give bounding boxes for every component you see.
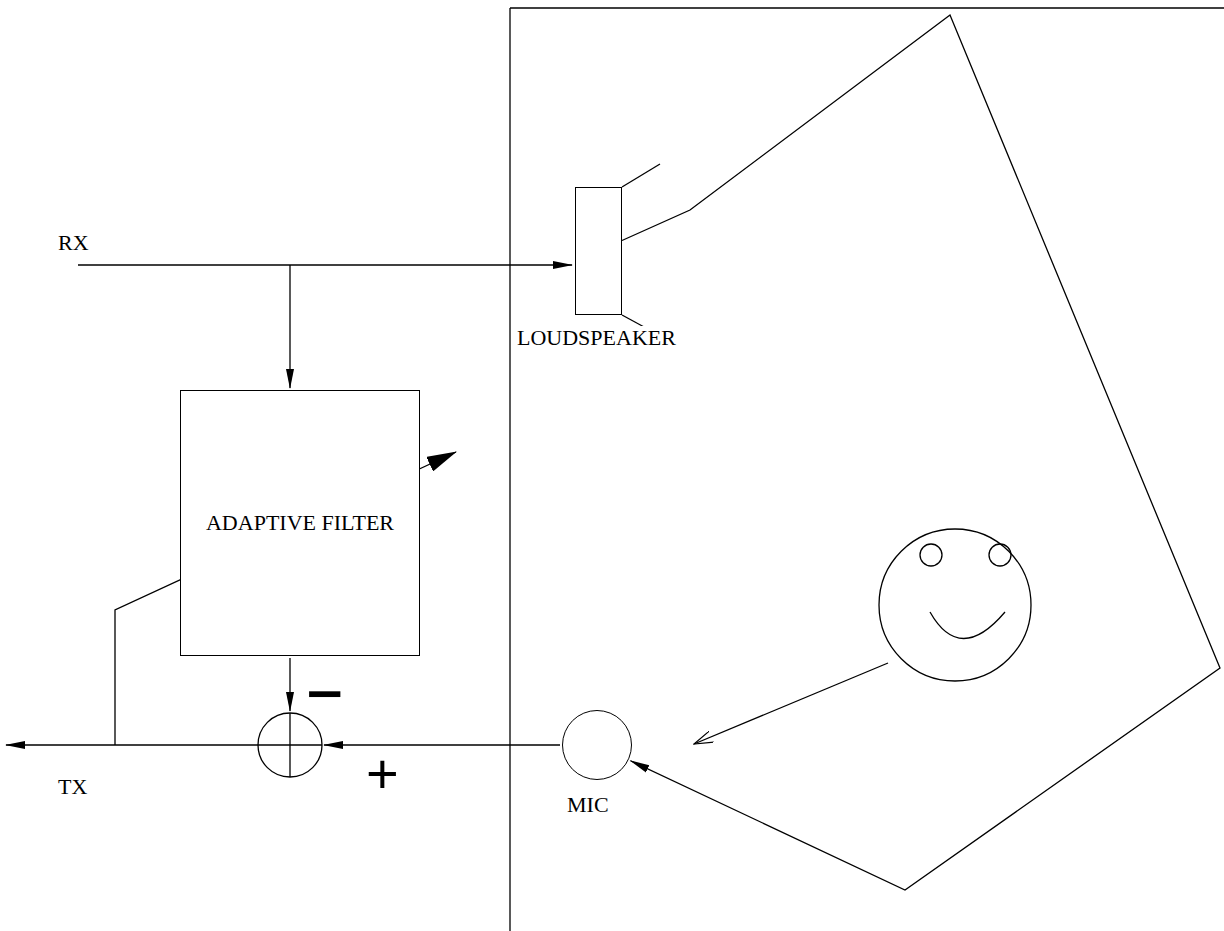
talker-face: [879, 529, 1031, 681]
microphone: MIC: [562, 710, 632, 780]
signal-name: TX: [58, 776, 87, 798]
face-eye: [989, 544, 1011, 566]
room-border: [510, 7, 1224, 8]
minus-sign: −: [304, 668, 346, 718]
mic-wire: [324, 744, 560, 745]
filter-output-wire: [289, 658, 290, 711]
process-box: ADAPTIVE FILTER: [180, 390, 420, 656]
loudspeaker: LOUDSPEAKER: [575, 187, 622, 315]
node-label: ADAPTIVE FILTER: [205, 511, 395, 535]
tx-wire: [6, 744, 258, 745]
rx-wire: [78, 264, 572, 265]
node-label: MIC: [566, 793, 610, 817]
room-border: [509, 8, 510, 931]
reference-wire: [289, 265, 290, 388]
summing-junction: [258, 713, 322, 777]
speech-path: [694, 663, 888, 744]
speaker-cone: [622, 164, 660, 187]
summing-cross: [258, 744, 322, 745]
plus-sign: +: [366, 746, 399, 802]
signal-name: RX: [58, 232, 89, 254]
node-label: LOUDSPEAKER: [516, 326, 677, 350]
face-eye: [920, 544, 942, 566]
face-smile: [930, 612, 1005, 639]
echo-path: [622, 15, 1220, 890]
